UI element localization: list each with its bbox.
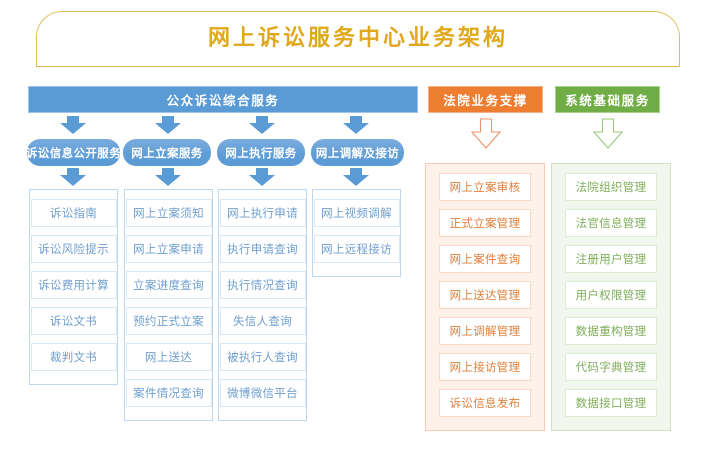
list-item[interactable]: 数据接口管理: [565, 389, 657, 417]
list-item[interactable]: 立案进度查询: [125, 271, 212, 299]
list-item[interactable]: 法官信息管理: [565, 209, 657, 237]
list-item[interactable]: 网上接访管理: [439, 353, 531, 381]
list-item[interactable]: 诉讼费用计算: [30, 271, 117, 299]
node-online-mediation-reception[interactable]: 网上调解及接访: [311, 139, 404, 166]
list-item[interactable]: 诉讼风险提示: [30, 235, 117, 263]
header-public-services: 公众诉讼综合服务: [28, 86, 418, 113]
title-banner: 网上诉讼服务中心业务架构: [36, 11, 680, 67]
list-item[interactable]: 网上调解管理: [439, 317, 531, 345]
list-item[interactable]: 代码字典管理: [565, 353, 657, 381]
list-item[interactable]: 网上视频调解: [313, 199, 400, 227]
list-item[interactable]: 诉讼信息发布: [439, 389, 531, 417]
column-online-filing-service: 网上立案须知 网上立案申请 立案进度查询 预约正式立案 网上送达 案件情况查询: [124, 189, 213, 421]
column-online-mediation-reception: 网上视频调解 网上远程接访: [312, 189, 401, 277]
node-litigation-info-disclosure[interactable]: 诉讼信息公开服务: [27, 139, 120, 166]
list-item[interactable]: 法院组织管理: [565, 173, 657, 201]
arrow-down-filled-icon: [249, 168, 275, 186]
list-item[interactable]: 网上立案申请: [125, 235, 212, 263]
list-item[interactable]: 注册用户管理: [565, 245, 657, 273]
arrow-down-filled-icon: [60, 116, 86, 134]
list-item[interactable]: 网上立案审核: [439, 173, 531, 201]
list-item[interactable]: 执行申请查询: [219, 235, 306, 263]
list-item[interactable]: 诉讼指南: [30, 199, 117, 227]
list-item[interactable]: 网上立案须知: [125, 199, 212, 227]
list-item[interactable]: 网上送达管理: [439, 281, 531, 309]
list-item[interactable]: 预约正式立案: [125, 307, 212, 335]
list-item[interactable]: 网上远程接访: [313, 235, 400, 263]
list-item[interactable]: 失信人查询: [219, 307, 306, 335]
list-item[interactable]: 执行情况查询: [219, 271, 306, 299]
arrow-down-filled-icon: [249, 116, 275, 134]
list-item[interactable]: 被执行人查询: [219, 343, 306, 371]
list-item[interactable]: 网上送达: [125, 343, 212, 371]
list-item[interactable]: 正式立案管理: [439, 209, 531, 237]
arrow-down-filled-icon: [60, 168, 86, 186]
node-online-execution-service[interactable]: 网上执行服务: [217, 139, 305, 166]
list-item[interactable]: 网上案件查询: [439, 245, 531, 273]
arrow-down-filled-icon: [155, 116, 181, 134]
list-item[interactable]: 微博微信平台: [219, 379, 306, 407]
arrow-down-filled-icon: [343, 116, 369, 134]
arrow-down-hollow-icon: [593, 118, 623, 150]
arrow-down-filled-icon: [343, 168, 369, 186]
header-court-support: 法院业务支撑: [428, 86, 543, 113]
list-item[interactable]: 裁判文书: [30, 343, 117, 371]
list-item[interactable]: 诉讼文书: [30, 307, 117, 335]
column-court-business-support: 网上立案审核 正式立案管理 网上案件查询 网上送达管理 网上调解管理 网上接访管…: [425, 163, 545, 431]
column-online-execution-service: 网上执行申请 执行申请查询 执行情况查询 失信人查询 被执行人查询 微博微信平台: [218, 189, 307, 421]
node-online-filing-service[interactable]: 网上立案服务: [123, 139, 211, 166]
column-system-base-services: 法院组织管理 法官信息管理 注册用户管理 用户权限管理 数据重构管理 代码字典管…: [551, 163, 671, 431]
page-title: 网上诉讼服务中心业务架构: [207, 26, 508, 51]
list-item[interactable]: 网上执行申请: [219, 199, 306, 227]
list-item[interactable]: 数据重构管理: [565, 317, 657, 345]
list-item[interactable]: 用户权限管理: [565, 281, 657, 309]
list-item[interactable]: 案件情况查询: [125, 379, 212, 407]
arrow-down-hollow-icon: [471, 118, 501, 150]
column-litigation-info-disclosure: 诉讼指南 诉讼风险提示 诉讼费用计算 诉讼文书 裁判文书: [29, 189, 118, 385]
header-system-services: 系统基础服务: [555, 86, 660, 113]
arrow-down-filled-icon: [155, 168, 181, 186]
